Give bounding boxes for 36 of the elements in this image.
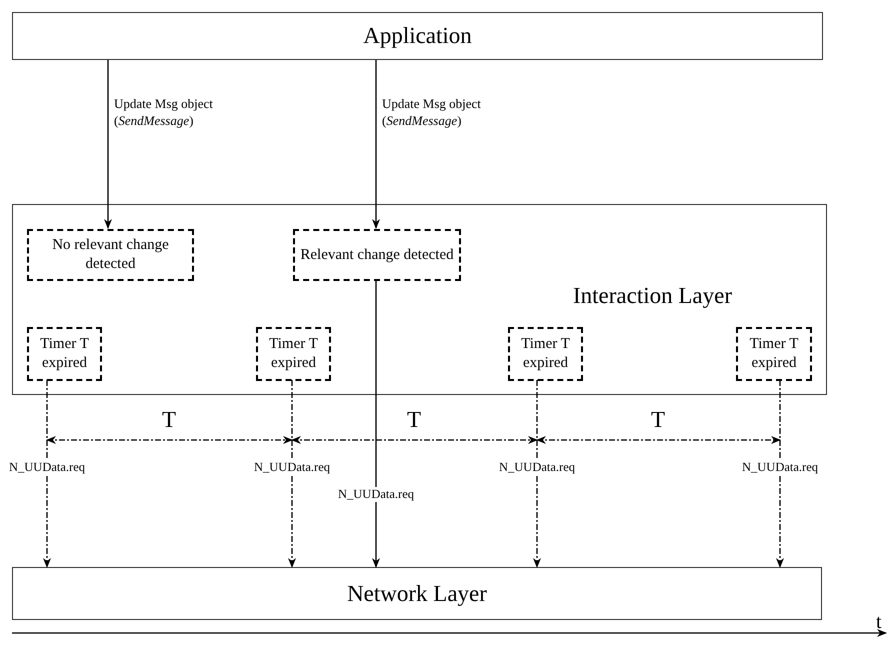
edge-label: N_UUData.req [742, 460, 818, 475]
edge-label: N_UUData.req [338, 487, 414, 502]
timer-box [508, 327, 583, 381]
layer-box [12, 567, 822, 620]
event-text: No relevant change detected [51, 236, 170, 274]
arrow [533, 380, 541, 568]
dimension-label: T [651, 408, 666, 431]
edge-label: Update Msg object (SendMessage) [114, 95, 214, 129]
dimension-label: T [162, 408, 176, 431]
arrow [776, 380, 784, 568]
event-text: Timer T expired [268, 335, 319, 373]
layer-title: Interaction Layer [573, 283, 732, 309]
dimension-label: T [407, 408, 422, 431]
edge-label: N_UUData.req [499, 460, 576, 475]
arrow [43, 380, 51, 568]
arrow [372, 60, 380, 229]
event-text: Relevant change detected [300, 246, 454, 264]
arrow [372, 280, 380, 568]
edge-label: Update Msg object (SendMessage) [382, 95, 482, 129]
layer-box [12, 204, 827, 395]
event-text: Timer T expired [748, 335, 800, 373]
event-text: Timer T expired [39, 335, 90, 373]
layer-title: Application [363, 23, 472, 49]
timer-box [256, 327, 331, 381]
edge-label: N_UUData.req [254, 460, 330, 475]
event-box [293, 229, 461, 281]
arrow [104, 60, 112, 229]
edge-label: N_UUData.req [9, 460, 86, 475]
event-text: Timer T expired [520, 335, 571, 373]
arrow [288, 380, 296, 568]
layer-title: Network Layer [347, 580, 487, 606]
event-box [27, 229, 194, 281]
application-box [12, 12, 823, 60]
timer-box [736, 327, 812, 381]
timer-box [27, 327, 102, 381]
axis-label: t [876, 612, 882, 632]
